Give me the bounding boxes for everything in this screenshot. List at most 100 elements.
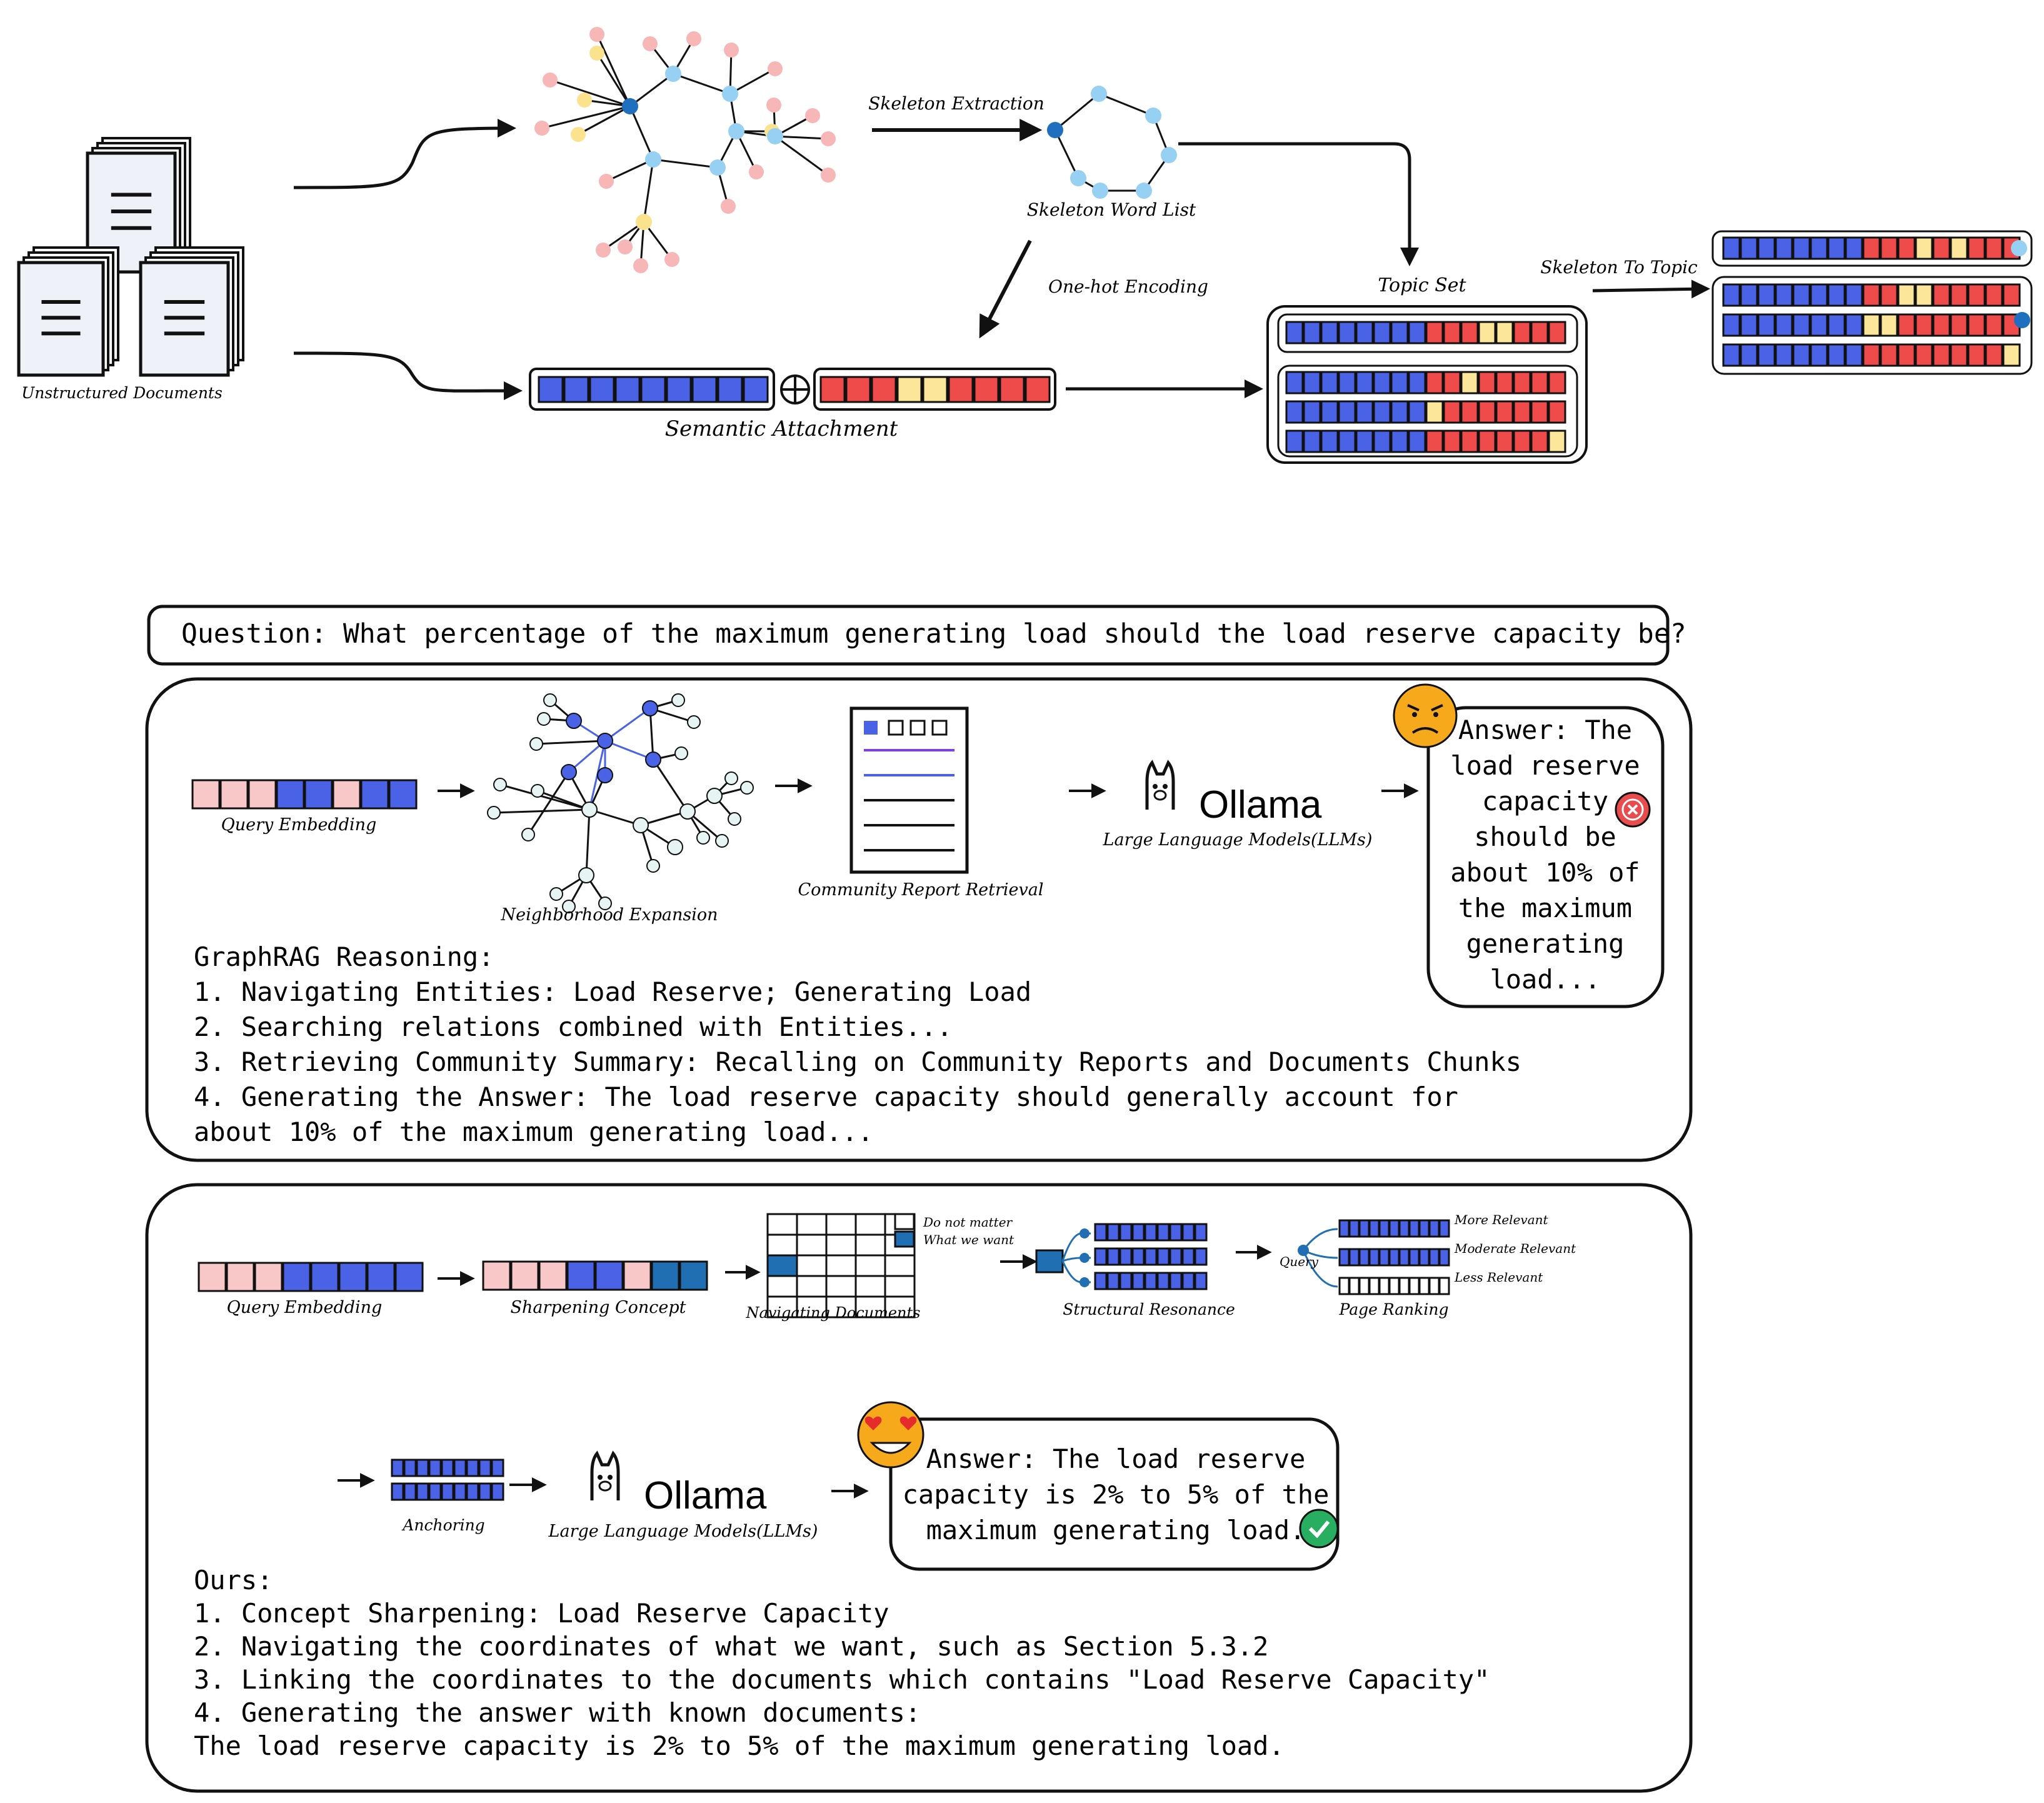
vector-cell <box>922 376 948 403</box>
vector-cell <box>1845 283 1863 307</box>
llama-logo-icon <box>1145 760 1175 810</box>
structural-label: Structural Resonance <box>1063 1300 1235 1318</box>
knowledge-graph <box>534 27 836 273</box>
answer-line: load reserve <box>1450 750 1640 781</box>
vector-cell <box>1338 321 1356 344</box>
vector-cell <box>191 779 221 810</box>
vector-cell <box>1862 283 1881 307</box>
graphrag-llm-label: Large Language Models(LLMs) <box>1103 830 1373 850</box>
graph-node <box>597 733 613 749</box>
vector-cell <box>1378 1248 1390 1267</box>
vector-cell <box>1495 371 1514 394</box>
vector-cell <box>1880 236 1898 260</box>
vector-cell <box>1880 283 1898 307</box>
ranking-link <box>1302 1228 1338 1251</box>
page-ranking-graphic <box>1298 1219 1450 1295</box>
graph-hub-node <box>636 214 652 230</box>
vector-cell <box>1880 343 1898 367</box>
report-document-icon <box>849 706 969 874</box>
vector-cell <box>1348 1277 1360 1295</box>
vector-cell <box>973 376 999 403</box>
resonance-vector <box>1094 1272 1208 1290</box>
vector-cell <box>1897 343 1916 367</box>
graph-leaf-node <box>643 36 658 51</box>
vector-cell <box>1880 313 1898 337</box>
vector-cell <box>1985 313 2003 337</box>
llama-snout <box>598 1480 612 1492</box>
reasoning-line: 3. Retrieving Community Summary: Recalli… <box>194 1047 1521 1077</box>
red-vector <box>819 376 1051 403</box>
vector-cell <box>1478 321 1496 344</box>
graph-node <box>578 867 594 883</box>
vector-cell <box>403 1482 417 1501</box>
graph-edge <box>589 808 641 826</box>
vector-cell <box>1418 1219 1430 1238</box>
grid-cell <box>825 1295 857 1318</box>
vector-cell <box>1985 343 2003 367</box>
grid-cell <box>825 1254 857 1277</box>
vector-cell <box>1358 1219 1370 1238</box>
vector-cell <box>1144 1223 1158 1242</box>
resonance-node <box>1080 1277 1090 1287</box>
topic-vector <box>1722 283 2021 307</box>
vector-cell <box>1181 1272 1195 1290</box>
more-relevant-label: More Relevant <box>1454 1212 1549 1227</box>
graph-node <box>706 788 723 804</box>
vector-cell <box>1985 283 2003 307</box>
vector-cell <box>1285 321 1304 344</box>
vector-cell <box>1845 343 1863 367</box>
vector-cell <box>1025 376 1051 403</box>
vector-cell <box>1548 429 1566 453</box>
reasoning-line: GraphRAG Reasoning: <box>194 942 494 972</box>
vector-cell <box>1530 321 1549 344</box>
vector-cell <box>1390 400 1409 424</box>
llama-eye <box>1153 784 1158 789</box>
vector-cell <box>1862 343 1881 367</box>
grid-cell <box>825 1233 857 1257</box>
vector-cell <box>1548 371 1566 394</box>
vector-cell <box>1348 1248 1360 1267</box>
vector-cell <box>1390 321 1409 344</box>
vector-cell <box>1478 371 1496 394</box>
sharpening-vector <box>482 1260 708 1291</box>
vector-cell <box>304 779 333 810</box>
vector-cell <box>1398 1248 1410 1267</box>
llama-eye <box>598 1475 603 1480</box>
graph-leaf-node <box>543 73 558 88</box>
graph-edge <box>774 135 829 140</box>
llama-outline <box>590 1450 620 1500</box>
vector-cell <box>717 376 743 403</box>
vector-cell <box>1338 1248 1350 1267</box>
vector-cell <box>1338 400 1356 424</box>
vector-cell <box>1967 236 1986 260</box>
vector-cell <box>428 1459 442 1477</box>
ours-ollama-text: Ollama <box>644 1474 767 1517</box>
graph-edge <box>673 73 731 95</box>
vector-cell <box>1303 371 1321 394</box>
vector-cell <box>1194 1247 1208 1266</box>
answer-line: capacity is 2% to 5% of the <box>903 1479 1330 1510</box>
graph-leaf-node <box>599 174 614 189</box>
grid-cell <box>854 1275 886 1298</box>
vector-cell <box>1460 429 1479 453</box>
vector-cell <box>478 1482 492 1501</box>
vector-cell <box>594 1260 624 1291</box>
answer-line: generating <box>1466 928 1625 959</box>
vector-cell <box>1408 400 1426 424</box>
topic-vector <box>1285 400 1566 424</box>
skeleton-to-topicset-arrow <box>1178 142 1419 266</box>
reasoning-line: 4. Generating the answer with known docu… <box>194 1697 921 1728</box>
vector-cell <box>566 1260 596 1291</box>
navigating-grid <box>766 1213 916 1318</box>
vector-cell <box>1775 313 1793 337</box>
vector-cell <box>1810 283 1828 307</box>
vector-cell <box>1408 429 1426 453</box>
topic-vector <box>1722 343 2021 367</box>
vector-cell <box>1845 236 1863 260</box>
graph-hub-node <box>728 123 744 139</box>
reasoning-line: 2. Navigating the coordinates of what we… <box>194 1631 1268 1662</box>
vector-cell <box>1792 343 1811 367</box>
graph-leaf-node <box>740 781 754 795</box>
vector-cell <box>1388 1248 1400 1267</box>
community-report-label: Community Report Retrieval <box>798 880 1043 900</box>
